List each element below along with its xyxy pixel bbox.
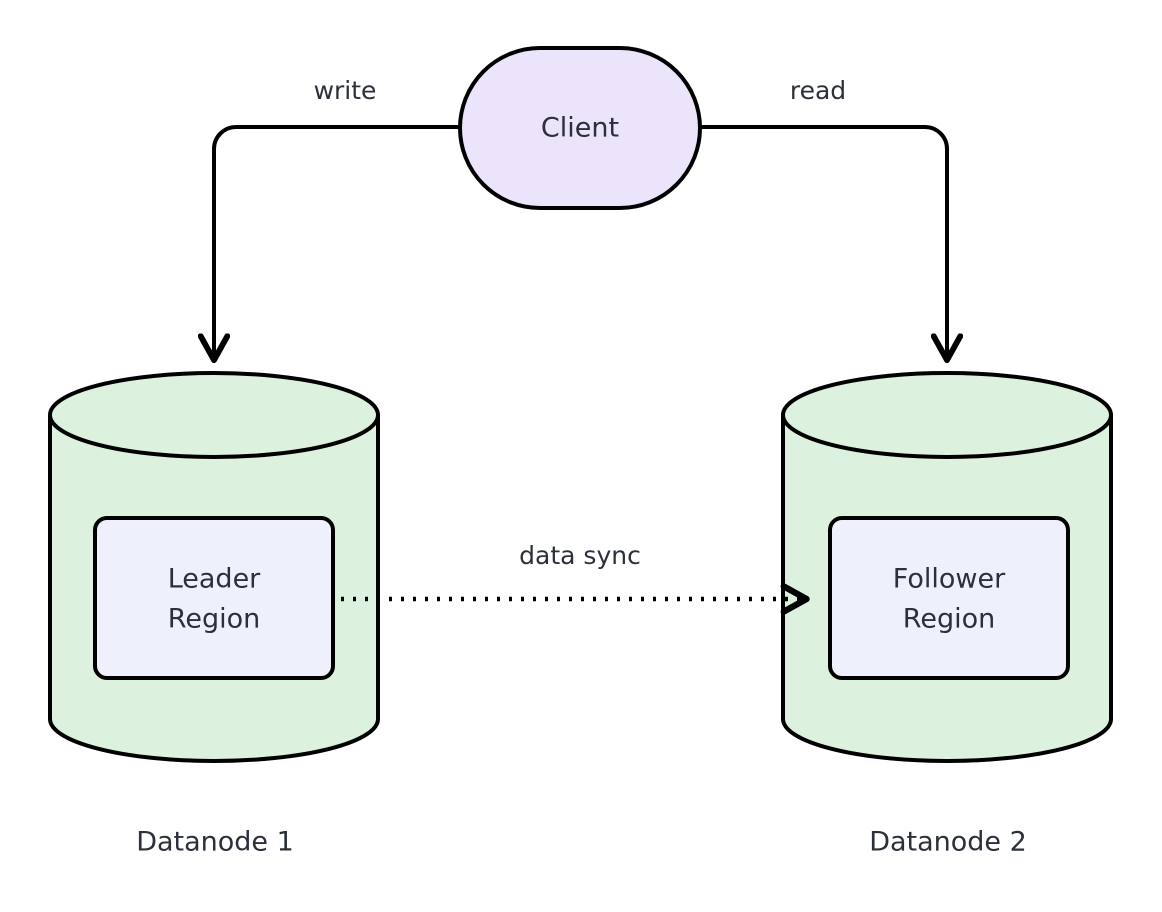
client-node[interactable]: Client: [458, 46, 702, 210]
datanode-1-cylinder-top: [48, 371, 380, 459]
follower-region-box: [828, 516, 1070, 680]
leader-region-label-line2: Region: [168, 604, 260, 635]
client-shape: [458, 46, 702, 210]
client-label: Client: [541, 113, 619, 144]
data-sync-edge-label: data sync: [519, 541, 641, 570]
edge-write: write: [214, 76, 460, 358]
follower-region-label-line2: Region: [903, 604, 995, 635]
follower-region-label-line1: Follower: [893, 564, 1006, 595]
read-edge-path: [700, 125, 947, 358]
write-edge-path: [214, 125, 460, 358]
leader-region-label-line1: Leader: [168, 564, 261, 595]
datanode-2-cylinder-top: [781, 371, 1113, 459]
edge-data-sync: data sync: [341, 541, 810, 615]
follower-region[interactable]: Follower Region: [828, 516, 1070, 680]
leader-region-box: [93, 516, 335, 680]
datanode-1-caption: Datanode 1: [136, 827, 294, 858]
write-edge-label: write: [314, 76, 377, 105]
read-edge-label: read: [790, 76, 846, 105]
datanode-2-caption: Datanode 2: [869, 827, 1027, 858]
datanode-2[interactable]: Follower Region Datanode 2: [781, 371, 1113, 858]
edge-read: read: [700, 76, 947, 358]
leader-region[interactable]: Leader Region: [93, 516, 335, 680]
datanode-1[interactable]: Leader Region Datanode 1: [48, 371, 380, 858]
